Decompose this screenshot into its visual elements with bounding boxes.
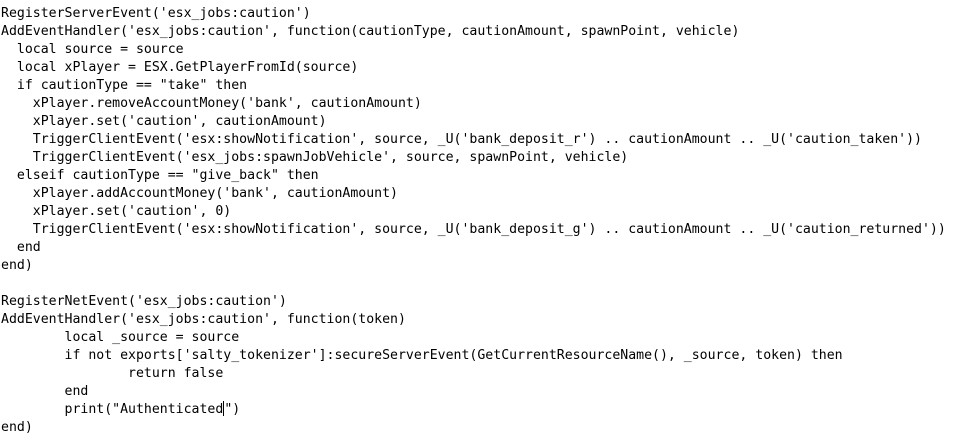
code-line[interactable]: TriggerClientEvent('esx_jobs:spawnJobVeh… bbox=[1, 150, 629, 165]
code-text-before-caret: print("Authenticated bbox=[1, 402, 224, 417]
code-line[interactable]: end) bbox=[1, 258, 33, 273]
code-line[interactable]: TriggerClientEvent('esx:showNotification… bbox=[1, 222, 946, 237]
code-editor[interactable]: RegisterServerEvent('esx_jobs:caution') … bbox=[0, 5, 970, 434]
code-line[interactable]: end bbox=[1, 384, 89, 399]
code-line[interactable]: end bbox=[1, 240, 41, 255]
code-text-after-caret: ") bbox=[224, 402, 241, 417]
code-line[interactable]: AddEventHandler('esx_jobs:caution', func… bbox=[1, 312, 406, 327]
code-line[interactable]: end) bbox=[1, 420, 33, 434]
code-line[interactable]: TriggerClientEvent('esx:showNotification… bbox=[1, 132, 922, 147]
code-line[interactable] bbox=[0, 275, 970, 293]
code-line[interactable]: xPlayer.addAccountMoney('bank', cautionA… bbox=[1, 186, 398, 201]
code-line[interactable]: if cautionType == "take" then bbox=[1, 78, 248, 93]
code-line[interactable]: xPlayer.removeAccountMoney('bank', cauti… bbox=[1, 96, 422, 111]
code-line[interactable]: AddEventHandler('esx_jobs:caution', func… bbox=[1, 24, 740, 39]
code-line[interactable]: xPlayer.set('caution', 0) bbox=[1, 204, 232, 219]
code-line[interactable]: local xPlayer = ESX.GetPlayerFromId(sour… bbox=[1, 60, 359, 75]
code-line[interactable]: local _source = source bbox=[1, 330, 240, 345]
code-line-with-caret[interactable]: print("Authenticated") bbox=[0, 401, 970, 419]
code-line[interactable]: xPlayer.set('caution', cautionAmount) bbox=[1, 114, 327, 129]
code-line[interactable]: elseif cautionType == "give_back" then bbox=[1, 168, 319, 183]
code-line[interactable]: RegisterServerEvent('esx_jobs:caution') bbox=[1, 6, 311, 21]
code-line[interactable]: RegisterNetEvent('esx_jobs:caution') bbox=[1, 294, 287, 309]
code-line[interactable]: return false bbox=[1, 366, 224, 381]
code-line[interactable]: if not exports['salty_tokenizer']:secure… bbox=[1, 348, 843, 363]
code-line[interactable]: local source = source bbox=[1, 42, 184, 57]
text-caret bbox=[223, 401, 225, 416]
